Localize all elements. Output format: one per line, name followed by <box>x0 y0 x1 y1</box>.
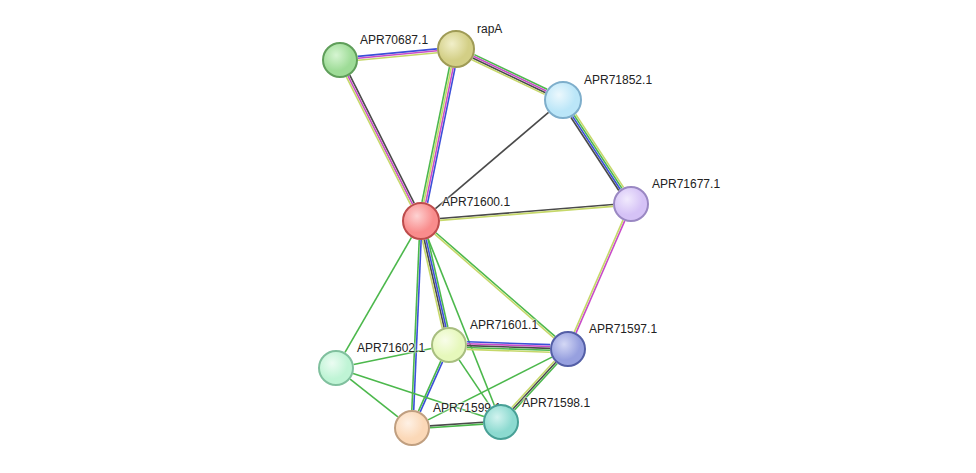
evidence-line <box>435 234 554 338</box>
node-label: APR71601.1 <box>470 318 538 332</box>
protein-node: APR71600.1 <box>402 202 440 240</box>
evidence-line <box>426 68 453 203</box>
interaction-edge <box>345 237 411 352</box>
evidence-line <box>576 114 624 187</box>
interaction-edge <box>571 114 624 190</box>
protein-node: rapA <box>437 30 475 68</box>
interaction-edge <box>358 49 438 60</box>
interaction-edge <box>472 55 547 95</box>
evidence-line <box>467 349 550 352</box>
protein-node: APR70687.1 <box>322 42 358 78</box>
interaction-edge <box>435 233 555 338</box>
evidence-line <box>345 237 411 352</box>
interaction-edge <box>350 379 398 417</box>
evidence-line <box>412 240 419 410</box>
evidence-line <box>430 424 483 428</box>
interaction-edge <box>412 240 421 410</box>
evidence-line <box>350 379 398 417</box>
node-label: APR71600.1 <box>442 195 510 209</box>
node-label: APR71602.1 <box>357 341 425 355</box>
interaction-edge <box>430 422 483 427</box>
interaction-edge <box>422 67 455 203</box>
evidence-line <box>435 112 548 208</box>
interaction-edge <box>435 112 548 208</box>
interaction-edge <box>346 75 414 205</box>
interaction-edge <box>422 239 447 328</box>
evidence-line <box>576 221 625 333</box>
node-label: APR71598.1 <box>522 396 590 410</box>
protein-node: APR71599.1 <box>394 410 430 446</box>
evidence-line <box>424 67 451 202</box>
node-label: APR71677.1 <box>652 177 720 191</box>
node-label: APR71852.1 <box>584 73 652 87</box>
evidence-line <box>350 75 414 203</box>
protein-node: APR71602.1 <box>318 350 354 386</box>
evidence-line <box>473 58 546 93</box>
protein-node: APR71601.1 <box>431 327 467 363</box>
evidence-line <box>573 116 621 189</box>
evidence-line <box>474 56 547 91</box>
evidence-line <box>474 55 547 90</box>
evidence-line <box>346 77 410 205</box>
evidence-line <box>571 117 619 190</box>
interaction-edge <box>467 342 550 352</box>
interaction-edge <box>574 220 624 333</box>
node-label: rapA <box>477 22 502 36</box>
evidence-line <box>348 76 412 204</box>
protein-node: APR71598.1 <box>483 404 519 440</box>
evidence-line <box>472 60 545 95</box>
evidence-line <box>574 115 622 188</box>
interaction-edge <box>459 360 491 407</box>
evidence-line <box>574 220 623 332</box>
evidence-line <box>428 68 455 203</box>
node-label: APR70687.1 <box>360 33 428 47</box>
node-label: APR71597.1 <box>589 322 657 336</box>
evidence-line <box>358 53 437 61</box>
protein-node: APR71597.1 <box>550 331 586 367</box>
protein-node: APR71677.1 <box>613 186 649 222</box>
evidence-line <box>422 67 449 202</box>
protein-node: APR71852.1 <box>544 81 582 119</box>
evidence-line <box>426 239 446 327</box>
evidence-line <box>436 233 555 337</box>
evidence-line <box>422 240 442 328</box>
evidence-line <box>459 360 491 407</box>
